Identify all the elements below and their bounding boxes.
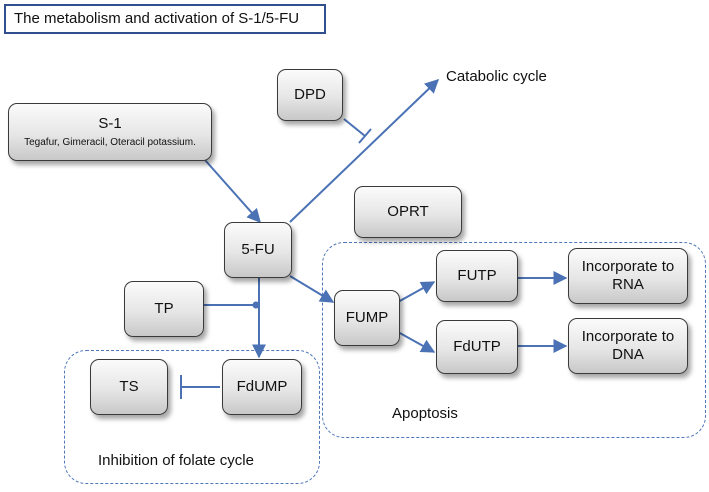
edge-s1-to-5fu: [204, 159, 261, 224]
node-futp: FUTP: [436, 250, 518, 302]
node-tp-label: TP: [154, 300, 174, 317]
edge-5fu-to-fump: [289, 275, 335, 303]
node-s1: S-1 Tegafur, Gimeracil, Oteracil potassi…: [8, 103, 212, 161]
catabolic-cycle-label: Catabolic cycle: [446, 68, 547, 85]
node-fdump-label: FdUMP: [236, 378, 288, 395]
apoptosis-group: [322, 242, 706, 438]
node-ts-label: TS: [119, 378, 139, 395]
node-tp: TP: [124, 281, 204, 337]
node-oprt-label: OPRT: [387, 203, 429, 220]
diagram-title: The metabolism and activation of S-1/5-F…: [4, 4, 326, 34]
folate-inhibition-group: [64, 350, 320, 484]
node-5fu: 5-FU: [224, 222, 292, 278]
edge-fump-to-fdutp: [397, 331, 436, 353]
node-fdutp: FdUTP: [436, 320, 518, 374]
edge-tp-endpoint: [252, 301, 260, 309]
node-fdutp-label: FdUTP: [453, 338, 501, 355]
node-s1-label: S-1: [98, 115, 122, 132]
inhibition-label: Inhibition of folate cycle: [98, 452, 254, 469]
node-dpd: DPD: [277, 69, 343, 121]
node-s1-sublabel: Tegafur, Gimeracil, Oteracil potassium.: [24, 137, 196, 148]
node-dna-label: Incorporate to DNA: [581, 328, 675, 363]
edge-5fu-to-catabolic: [289, 79, 440, 223]
node-incorporate-dna: Incorporate to DNA: [568, 318, 688, 374]
apoptosis-label: Apoptosis: [392, 405, 458, 422]
node-incorporate-rna: Incorporate to RNA: [568, 248, 688, 304]
node-fump-label: FUMP: [345, 309, 389, 326]
node-fdump: FdUMP: [222, 359, 302, 415]
node-futp-label: FUTP: [457, 267, 497, 284]
edge-dpd-inhibit-bar: [358, 128, 372, 144]
node-fump: FUMP: [334, 290, 400, 346]
node-oprt: OPRT: [354, 186, 462, 238]
node-ts: TS: [90, 359, 168, 415]
edge-fump-to-futp: [397, 281, 436, 303]
node-dpd-label: DPD: [294, 86, 326, 103]
node-5fu-label: 5-FU: [241, 241, 275, 258]
edge-dpd-inhibit-catabolic: [343, 118, 366, 137]
node-rna-label: Incorporate to RNA: [581, 258, 675, 293]
